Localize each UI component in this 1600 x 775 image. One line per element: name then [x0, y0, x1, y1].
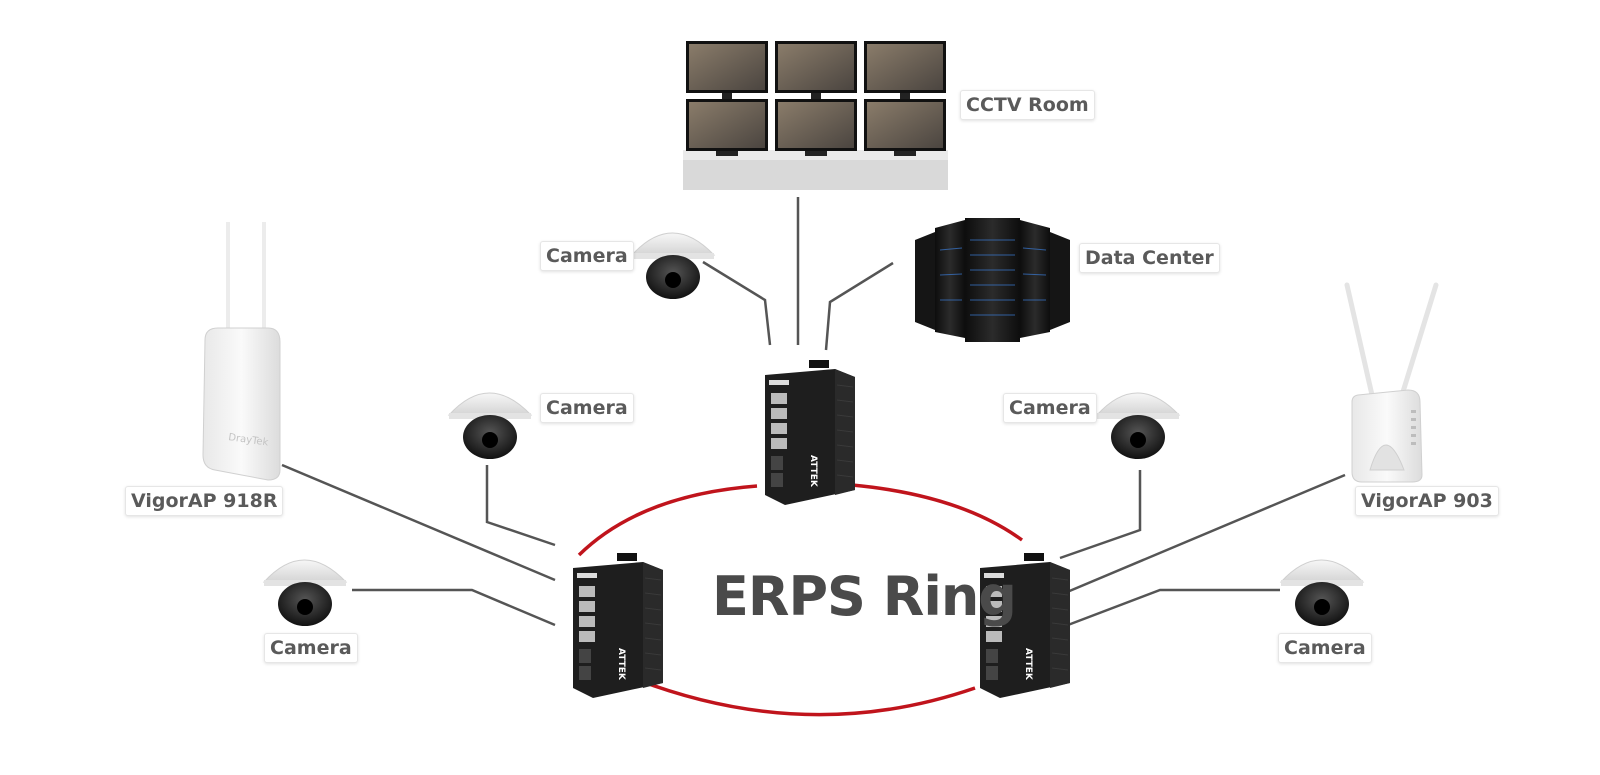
diagram-title: ERPS Ring — [712, 565, 1017, 628]
server-rack-icon — [915, 218, 1070, 342]
link-camera-bottom-left — [352, 588, 556, 627]
monitor-wall-icon — [683, 41, 948, 190]
link-camera-bottom-right — [1059, 588, 1280, 630]
link-camera-top — [702, 260, 772, 346]
industrial-switch-icon: ATTEK — [573, 553, 663, 698]
label-camera-bottom-left: Camera — [264, 633, 358, 663]
ring-segment-bottom — [637, 678, 976, 717]
industrial-switch-icon: ATTEK — [980, 553, 1070, 698]
switch-brand-text: ATTEK — [616, 648, 626, 681]
link-camera-mid-right — [1059, 470, 1142, 560]
label-vigorap-918r: VigorAP 918R — [125, 486, 284, 516]
dome-camera-icon — [262, 559, 348, 626]
switch-brand-text: ATTEK — [808, 455, 818, 488]
switch-brand-text: ATTEK — [1023, 648, 1033, 681]
link-ap-right — [1059, 473, 1346, 597]
access-point-icon — [1344, 282, 1439, 483]
label-data-center: Data Center — [1079, 243, 1220, 273]
dome-camera-icon — [630, 232, 716, 299]
access-point-icon: DrayTek — [202, 222, 281, 481]
erps-ring — [577, 483, 1024, 717]
label-vigorap-903: VigorAP 903 — [1355, 486, 1499, 516]
dome-camera-icon — [447, 392, 533, 459]
ring-segment-top-left — [577, 484, 758, 557]
links — [281, 197, 1346, 630]
link-camera-mid-left — [485, 465, 556, 547]
label-camera-bottom-right: Camera — [1278, 633, 1372, 663]
link-ap-left — [281, 463, 556, 582]
label-camera-mid-left: Camera — [540, 393, 634, 423]
industrial-switch-icon: ATTEK — [765, 360, 855, 505]
label-camera-top: Camera — [540, 241, 634, 271]
ring-segment-top-right — [851, 483, 1024, 542]
dome-camera-icon — [1095, 392, 1181, 459]
dome-camera-icon — [1279, 559, 1365, 626]
label-camera-mid-right: Camera — [1003, 393, 1097, 423]
label-cctv-room: CCTV Room — [960, 90, 1095, 120]
link-data-center — [824, 261, 894, 351]
